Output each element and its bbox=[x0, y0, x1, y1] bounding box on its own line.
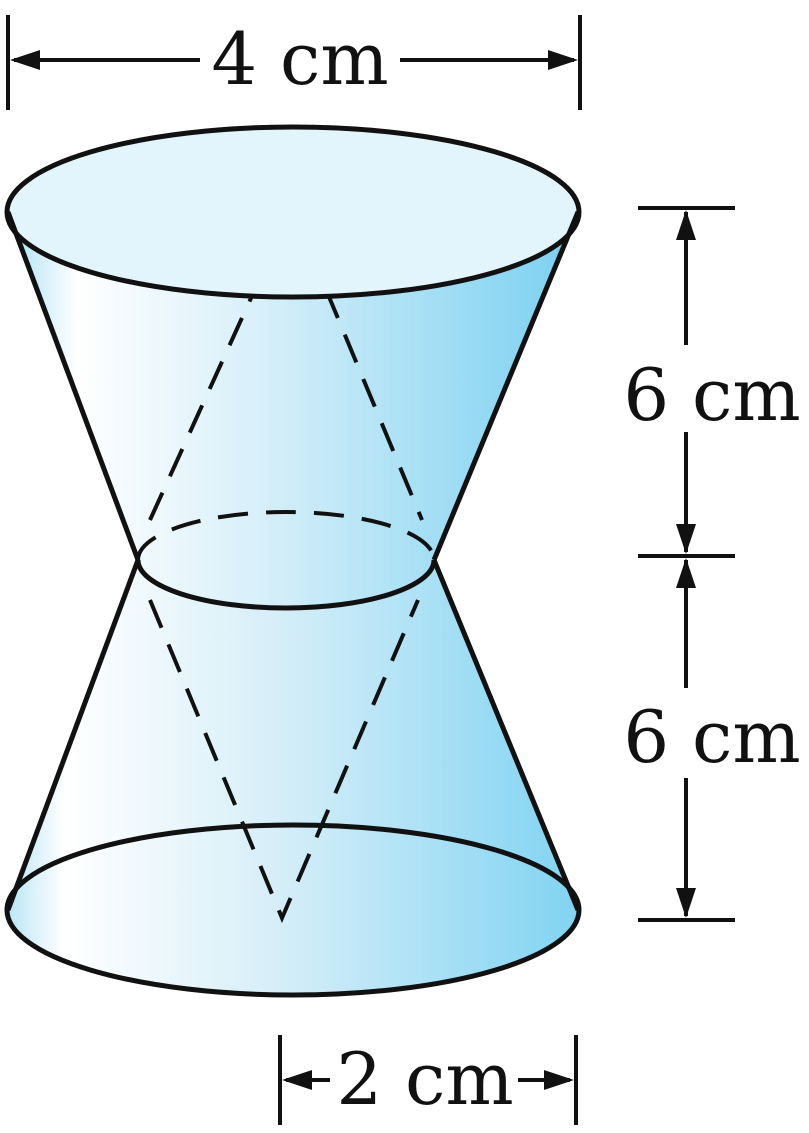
waist-ellipse-back bbox=[136, 510, 436, 561]
bottom-base-ellipse bbox=[4, 822, 582, 998]
bottom-base-fill bbox=[7, 825, 579, 995]
top-width-label: 4 cm bbox=[211, 17, 388, 101]
upper-height-label: 6 cm bbox=[623, 353, 800, 437]
top-base-ellipse bbox=[4, 124, 582, 300]
upper-height-dimension: 6 cm bbox=[623, 206, 801, 558]
lower-inner-cone-dashed bbox=[148, 599, 420, 924]
waist-ellipse-front bbox=[135, 559, 437, 611]
lower-height-label: 6 cm bbox=[623, 695, 800, 779]
top-width-dimension: 4 cm bbox=[6, 15, 582, 110]
lower-right-slant bbox=[431, 559, 581, 911]
bottom-radius-dimension: 2 cm bbox=[278, 1035, 578, 1125]
upper-right-slant bbox=[431, 211, 581, 561]
upper-left-slant bbox=[5, 211, 141, 561]
lower-height-dimension: 6 cm bbox=[623, 558, 801, 922]
upper-cone-surface bbox=[8, 212, 578, 608]
lower-left-slant bbox=[5, 559, 141, 911]
bottom-radius-label: 2 cm bbox=[336, 1037, 513, 1121]
